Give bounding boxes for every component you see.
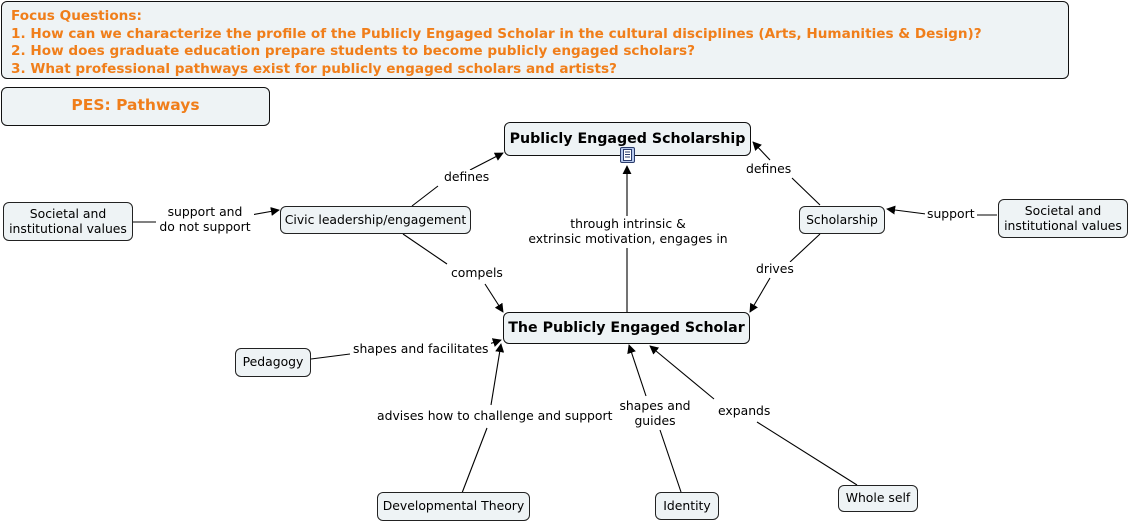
link-support-civic — [250, 206, 280, 216]
focus-heading: Focus Questions: — [11, 8, 142, 24]
link-scholarship-drives — [789, 233, 821, 263]
node-developmental-theory[interactable]: Developmental Theory — [377, 492, 530, 521]
link-developmental-advises — [461, 427, 488, 494]
link-compels-scholar — [484, 283, 504, 313]
pathways-title: PES: Pathways — [1, 87, 270, 126]
label-defines-left: defines — [442, 169, 492, 185]
label-shapes-facilitates: shapes and facilitates — [351, 341, 491, 357]
label-support-right: support — [925, 206, 977, 222]
node-societal-values-right[interactable]: Societal and institutional values — [998, 199, 1128, 238]
link-defines-pes-left — [469, 152, 504, 171]
focus-question-3: 3. What professional pathways exist for … — [11, 60, 617, 77]
link-pedagogy-shapes — [310, 353, 351, 360]
node-societal-values-left[interactable]: Societal and institutional values — [3, 202, 133, 241]
node-publicly-engaged-scholar[interactable]: The Publicly Engaged Scholar — [503, 312, 750, 344]
link-shapes-guides-scholar — [627, 344, 647, 397]
link-defines-pes-right — [752, 141, 771, 161]
focus-question-2: 2. How does graduate education prepare s… — [11, 43, 696, 59]
link-wholeself-expands — [756, 421, 858, 486]
node-scholarship[interactable]: Scholarship — [799, 206, 885, 234]
label-defines-right: defines — [744, 161, 794, 177]
label-support-left: support and do not support — [156, 204, 254, 234]
link-drives-scholar — [749, 277, 771, 313]
node-whole-self[interactable]: Whole self — [838, 485, 918, 512]
node-pedagogy[interactable]: Pedagogy — [235, 348, 311, 377]
focus-questions: Focus Questions: 1. How can we character… — [1, 1, 1069, 79]
link-support-scholarship — [886, 205, 927, 215]
link-identity-shapes — [659, 429, 682, 493]
node-identity[interactable]: Identity — [655, 492, 719, 520]
link-advises-scholar — [490, 343, 505, 406]
node-publicly-engaged-scholarship[interactable]: Publicly Engaged Scholarship — [504, 122, 751, 156]
node-civic-leadership[interactable]: Civic leadership/engagement — [280, 206, 471, 234]
link-civic-defines — [411, 185, 439, 207]
focus-question-1: 1. How can we characterize the profile o… — [11, 25, 982, 42]
label-expands: expands — [716, 403, 773, 419]
label-shapes-guides: shapes and guides — [614, 398, 696, 428]
label-motivation: through intrinsic & extrinsic motivation… — [526, 216, 730, 246]
label-compels: compels — [449, 265, 505, 281]
document-icon[interactable] — [620, 147, 635, 163]
link-civic-compels — [402, 233, 448, 265]
label-drives: drives — [754, 261, 796, 277]
link-expands-scholar — [649, 345, 715, 400]
label-advises: advises how to challenge and support — [375, 408, 615, 424]
link-scholarship-defines — [791, 177, 821, 206]
